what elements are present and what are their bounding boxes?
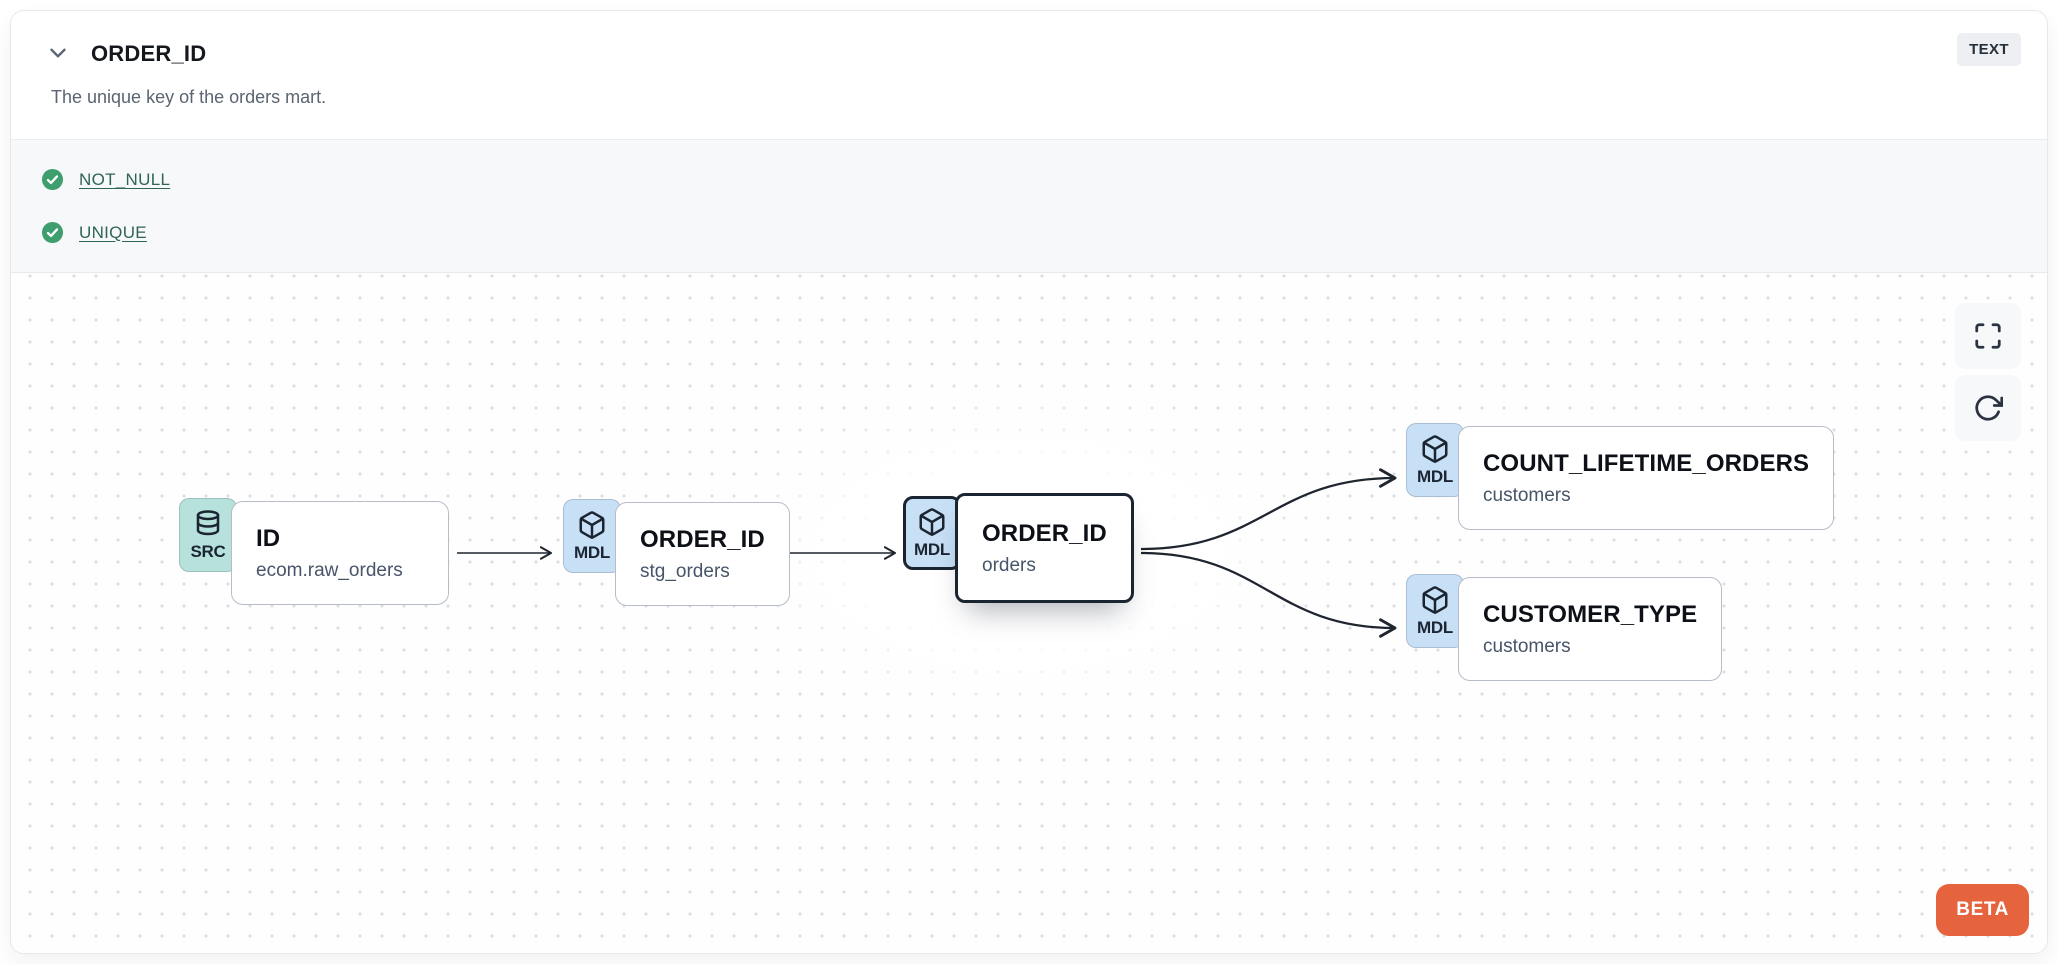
node-type-badge: MDL (1406, 574, 1464, 648)
node-type-label: MDL (574, 542, 610, 562)
database-icon (193, 509, 223, 539)
node-title: COUNT_LIFETIME_ORDERS (1483, 449, 1810, 477)
rotate-cw-icon (1973, 393, 2003, 423)
test-link-unique[interactable]: UNIQUE (79, 222, 147, 242)
node-type-label: MDL (1417, 466, 1453, 486)
lineage-edges (457, 468, 1397, 638)
lineage-node-customers-customer-type[interactable]: MDL CUSTOMER_TYPE customers (1406, 574, 1723, 681)
node-subtitle: customers (1483, 635, 1571, 657)
column-description: The unique key of the orders mart. (51, 87, 327, 107)
node-title: CUSTOMER_TYPE (1483, 600, 1698, 628)
test-row: UNIQUE (41, 221, 2017, 244)
node-type-badge: SRC (179, 498, 237, 572)
node-card: ORDER_ID stg_orders (615, 502, 790, 606)
node-type-badge: MDL (1406, 423, 1464, 497)
check-circle-icon (41, 221, 64, 244)
maximize-icon (1973, 321, 2003, 351)
check-circle-icon (41, 168, 64, 191)
node-type-label: MDL (914, 539, 950, 559)
data-type-badge: TEXT (1957, 33, 2021, 66)
node-type-badge: MDL (563, 499, 621, 573)
column-header: ORDER_ID TEXT The unique key of the orde… (11, 11, 2047, 139)
node-subtitle: stg_orders (640, 560, 730, 582)
lineage-node-customers-count-lifetime-orders[interactable]: MDL COUNT_LIFETIME_ORDERS customers (1406, 423, 1835, 530)
node-title: ORDER_ID (640, 525, 765, 553)
refresh-button[interactable] (1955, 375, 2021, 441)
node-card: COUNT_LIFETIME_ORDERS customers (1458, 426, 1835, 530)
test-row: NOT_NULL (41, 168, 2017, 191)
node-card: ID ecom.raw_orders (231, 501, 449, 605)
column-details-panel: ORDER_ID TEXT The unique key of the orde… (10, 10, 2048, 954)
lineage-node-stg-orders-order-id[interactable]: MDL ORDER_ID stg_orders (563, 499, 790, 606)
box-icon (1420, 585, 1450, 615)
node-subtitle: ecom.raw_orders (256, 559, 403, 581)
node-type-label: SRC (190, 541, 226, 561)
node-subtitle: orders (982, 554, 1036, 576)
node-subtitle: customers (1483, 484, 1571, 506)
node-title: ID (256, 524, 281, 552)
node-title: ORDER_ID (982, 519, 1107, 547)
chevron-down-icon (45, 40, 71, 69)
tests-section: NOT_NULL UNIQUE (11, 139, 2047, 273)
column-title: ORDER_ID (91, 41, 207, 66)
collapse-button[interactable] (41, 37, 75, 71)
lineage-edge (1140, 468, 1397, 551)
test-link-not_null[interactable]: NOT_NULL (79, 169, 171, 189)
box-icon (577, 510, 607, 540)
node-type-badge: MDL (903, 496, 961, 570)
canvas-controls (1955, 303, 2021, 441)
node-type-label: MDL (1417, 617, 1453, 637)
node-card: CUSTOMER_TYPE customers (1458, 577, 1723, 681)
fullscreen-button[interactable] (1955, 303, 2021, 369)
box-icon (1420, 434, 1450, 464)
box-icon (917, 507, 947, 537)
lineage-node-source-id[interactable]: SRC ID ecom.raw_orders (179, 498, 449, 605)
lineage-edge (1140, 551, 1397, 638)
beta-badge: BETA (1936, 884, 2029, 936)
